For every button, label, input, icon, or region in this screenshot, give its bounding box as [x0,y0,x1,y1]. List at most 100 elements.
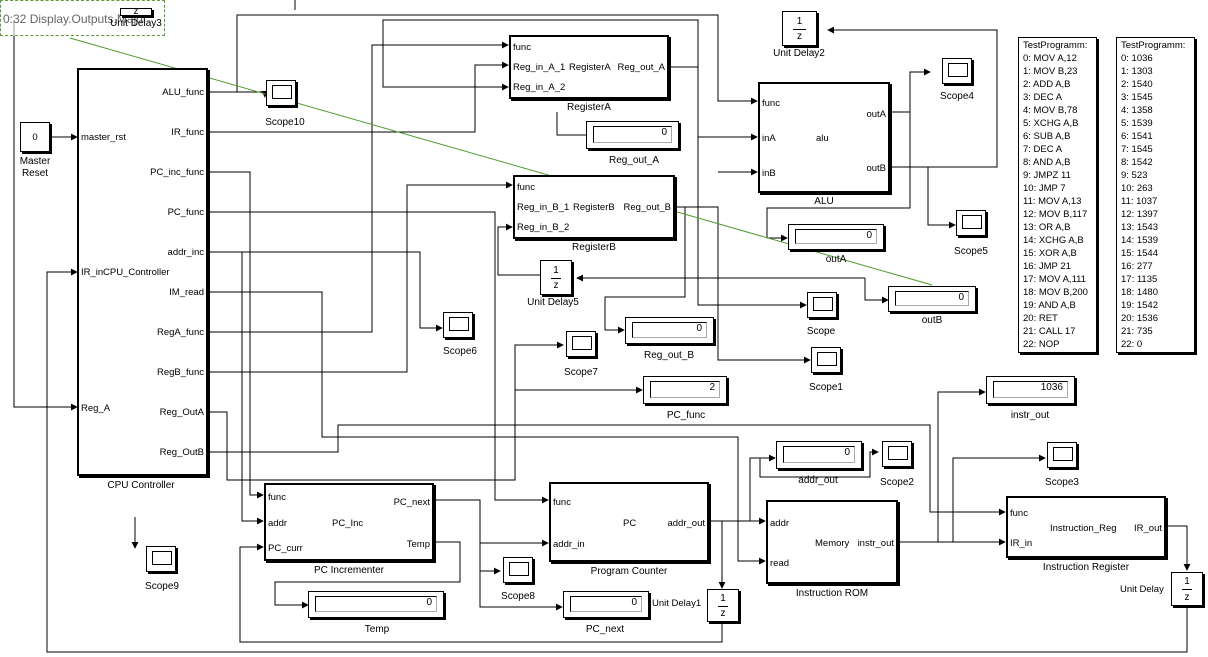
scope3-caption: Scope3 [1045,477,1079,488]
program-row: 13: OR A,B [1023,222,1071,233]
unit-delay-1[interactable]: 1 z [707,589,739,622]
unit-delay-2[interactable]: 1 z [782,11,817,46]
out-b-caption: outB [921,315,943,326]
scope10[interactable] [266,80,296,106]
regb-in-2: Reg_in_B_2 [517,222,570,233]
scope7-caption: Scope7 [564,367,598,378]
program-row: 2: ADD A,B [1023,79,1071,90]
unit-delay[interactable]: 1 z [1171,572,1203,606]
program-row: 11: MOV A,13 [1023,196,1082,207]
alu-caption: ALU [814,196,834,207]
scope3[interactable] [1047,442,1077,468]
cpu-controller-caption: CPU Controller [107,480,175,491]
unit-delay-caption: Unit Delay [1120,584,1164,595]
program-row: 0: 1036 [1121,53,1153,64]
register-a-block[interactable]: func Reg_in_A_1 Reg_in_A_2 RegisterA Reg… [509,35,669,99]
program-row: 12: 1397 [1121,209,1158,220]
program-row: 7: 1545 [1121,144,1153,155]
instruction-rom-caption: Instruction ROM [795,588,869,599]
pc-func-display[interactable]: 2 [643,376,727,404]
unit-delay-3-den: z [133,8,139,16]
out-a-display[interactable]: 0 [788,224,884,250]
program-row: 17: 1135 [1121,274,1158,285]
reg-out-b-display[interactable]: 0 [625,317,714,344]
unit-delay-3[interactable]: z 1 [120,8,152,16]
unit-delay-5[interactable]: 1 z [540,260,572,295]
pcinc-out-next: PC_next [393,497,430,508]
rega-in-func: func [513,42,531,53]
scope5[interactable] [956,210,986,236]
pc-incrementer-caption: PC Incrementer [313,565,385,576]
scope8[interactable] [503,557,533,583]
cpu-out-im-read: IM_read [169,287,204,298]
pc-func-value: 2 [650,381,720,398]
register-a-caption: RegisterA [567,102,611,113]
mem-name: Memory [815,538,850,549]
rega-name: RegisterA [569,62,611,73]
program-row: 4: MOV B,78 [1023,105,1078,116]
unit-delay-num: 1 [1184,576,1190,587]
alu-name: alu [816,133,829,144]
unit-delay-1-caption: Unit Delay1 [652,598,702,609]
alu-in-func: func [762,98,780,109]
scope1-caption: Scope1 [809,382,843,393]
program-row: 22: 0 [1121,339,1143,350]
addr-out-value: 0 [783,446,855,463]
program-row: 9: 523 [1121,170,1148,181]
scope1[interactable] [811,347,841,373]
unit-delay-2-den: z [797,31,802,42]
pc-next-display[interactable]: 0 [563,591,649,618]
unit-delay-3-caption: Unit Delay3 [110,18,162,29]
program-row: 8: 1542 [1121,157,1153,168]
code-list-title: TestProgramm: [1121,40,1186,51]
unit-delay-5-den: z [553,280,559,291]
scope4[interactable] [942,58,972,84]
scope[interactable] [807,292,837,318]
ir-name: Instruction_Reg [1050,523,1117,534]
mem-in-addr: addr [770,518,790,529]
register-b-block[interactable]: func Reg_in_B_1 Reg_in_B_2 RegisterB Reg… [513,175,675,239]
alu-in-a: inA [762,133,776,144]
out-b-display[interactable]: 0 [888,286,976,312]
alu-in-b: inB [762,168,776,179]
master-reset-constant[interactable]: 0 [20,122,50,152]
program-row: 1: 1303 [1121,66,1153,77]
temp-display[interactable]: 0 [308,591,444,618]
instruction-rom-block[interactable]: addr read Memory instr_out [766,500,898,584]
rega-in-1: Reg_in_A_1 [513,62,566,73]
program-row: 1: MOV B,23 [1023,66,1078,77]
alu-block[interactable]: func inA inB alu outA outB [758,82,890,193]
cpu-out-ir-func: IR_func [171,127,204,138]
scope9[interactable] [146,546,176,572]
program-row: 19: AND A,B [1023,300,1076,311]
scope9-caption: Scope9 [145,581,179,592]
cpu-out-regb-func: RegB_func [156,367,204,378]
program-counter-block[interactable]: func addr_in PC addr_out [549,482,709,562]
cpu-out-alu-func: ALU_func [162,87,204,98]
instr-out-value: 1036 [993,381,1068,398]
scope-caption: Scope [806,326,836,337]
pcinc-name: PC_Inc [332,518,364,529]
scope7[interactable] [566,331,596,357]
instruction-register-caption: Instruction Register [1042,562,1130,573]
pc-incrementer-block[interactable]: func addr PC_curr PC_Inc PC_next Temp [264,483,434,561]
program-row: 15: 1544 [1121,248,1158,259]
instr-out-display[interactable]: 1036 [986,376,1075,404]
program-row: 20: 1536 [1121,313,1158,324]
reg-out-a-display[interactable]: 0 [586,121,679,149]
pcinc-out-temp: Temp [406,539,430,550]
scope2[interactable] [882,441,912,467]
program-row: 4: 1358 [1121,105,1153,116]
program-row: 14: XCHG A,B [1023,235,1084,246]
program-row: 15: XOR A,B [1023,248,1077,259]
program-row: 5: XCHG A,B [1023,118,1079,129]
scope5-caption: Scope5 [954,246,988,257]
instruction-register-block[interactable]: func IR_in Instruction_Reg IR_out [1006,496,1166,558]
addr-out-display[interactable]: 0 [776,441,862,469]
program-row: 17: MOV A,111 [1023,274,1087,285]
cpu-out-pc-func: PC_func [167,207,204,218]
cpu-controller-block[interactable]: master_rst IR_in CPU_Controller Reg_A AL… [77,68,208,476]
display-overlay[interactable]: 0:32 Display.Outputs.Major [0,0,165,36]
scope6[interactable] [443,312,473,338]
program-row: 9: JMPZ 11 [1023,170,1071,181]
